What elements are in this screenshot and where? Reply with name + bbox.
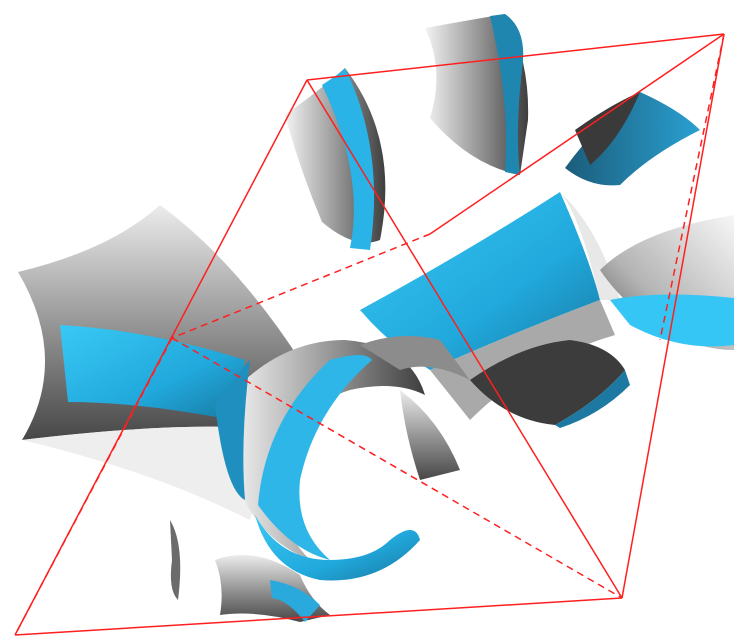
surface-arm-upper-left — [285, 68, 385, 250]
surface-arm-top — [425, 14, 528, 175]
surface-arm-top-right — [565, 92, 700, 185]
surface-arm-right — [600, 215, 734, 350]
